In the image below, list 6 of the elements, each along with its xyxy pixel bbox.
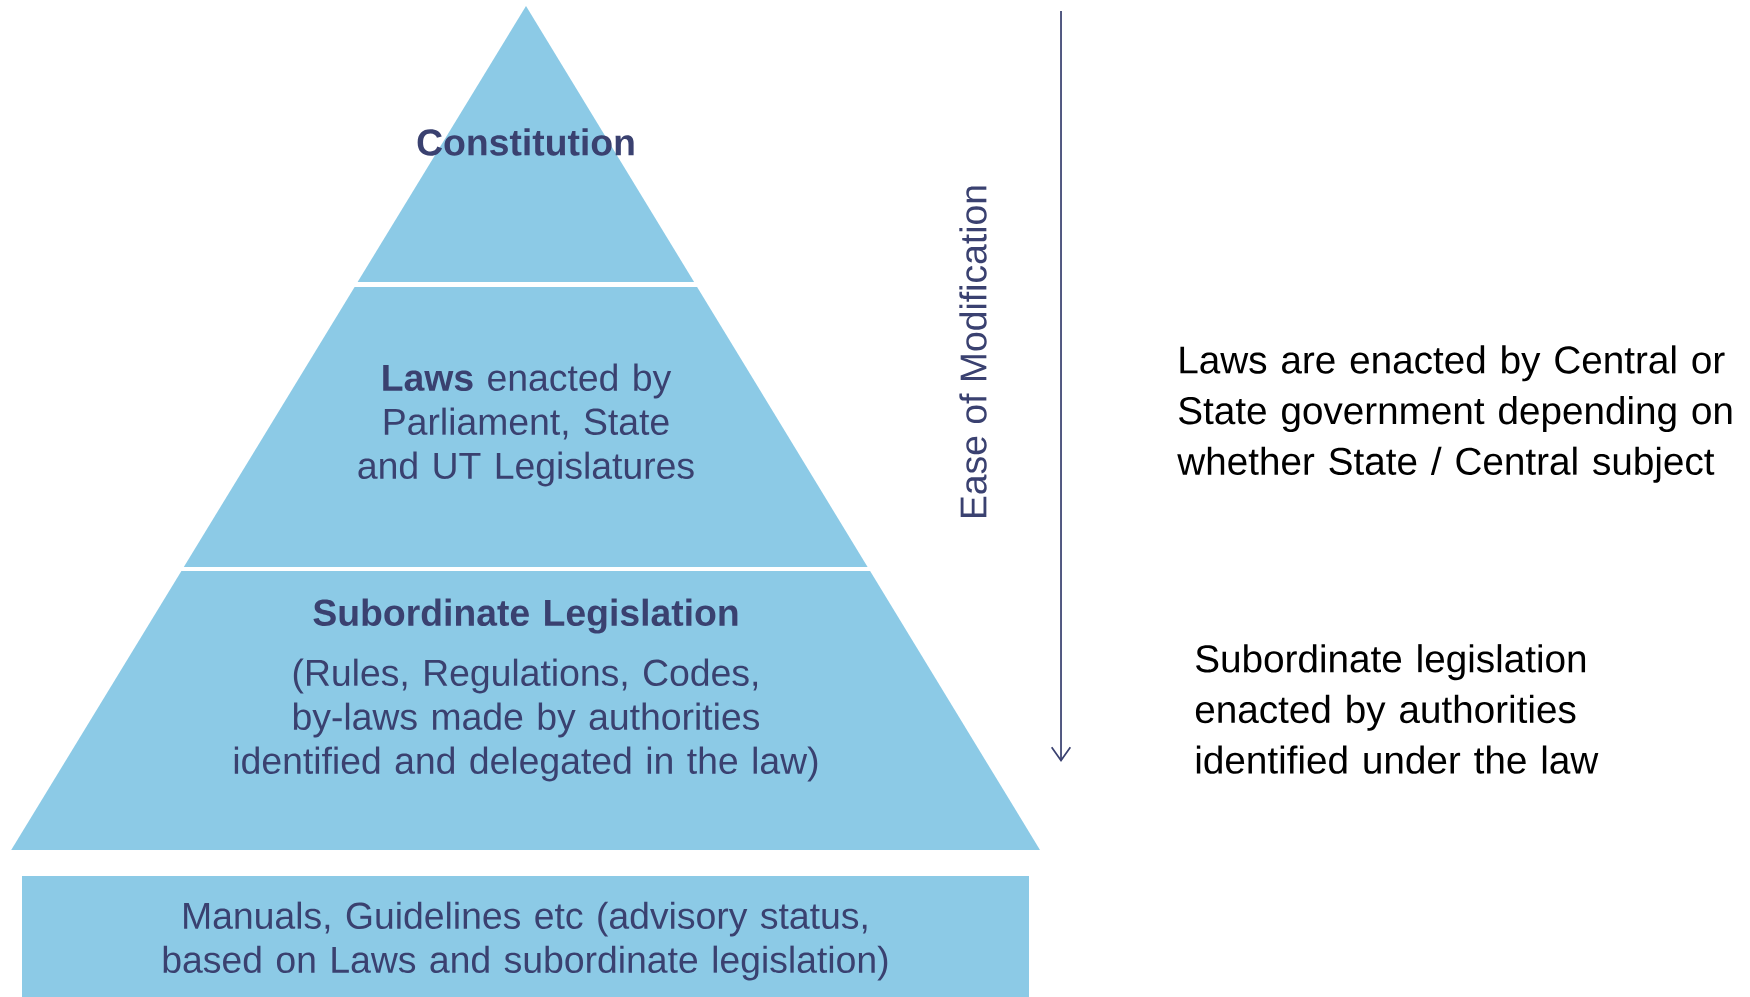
side-note: Subordinate legislation enacted by authorities identified under the law xyxy=(1195,644,1599,774)
axis-label: Ease of Modification xyxy=(959,186,987,518)
pyramid-tier: Laws enacted by Parliament, State and UT Legislatures xyxy=(183,287,868,567)
base-box: Manuals, Guidelines etc (advisory status, based on Laws and subordinate legislation) xyxy=(22,876,1029,997)
pyramid-tier: Subordinate Legislation (Rules, Regulations, Codes, by-laws made by authorities identified and delegated in the law) xyxy=(11,571,1040,850)
side-note: Laws are enacted by Central or State government depending on whether State / Central subject xyxy=(1177,345,1732,483)
